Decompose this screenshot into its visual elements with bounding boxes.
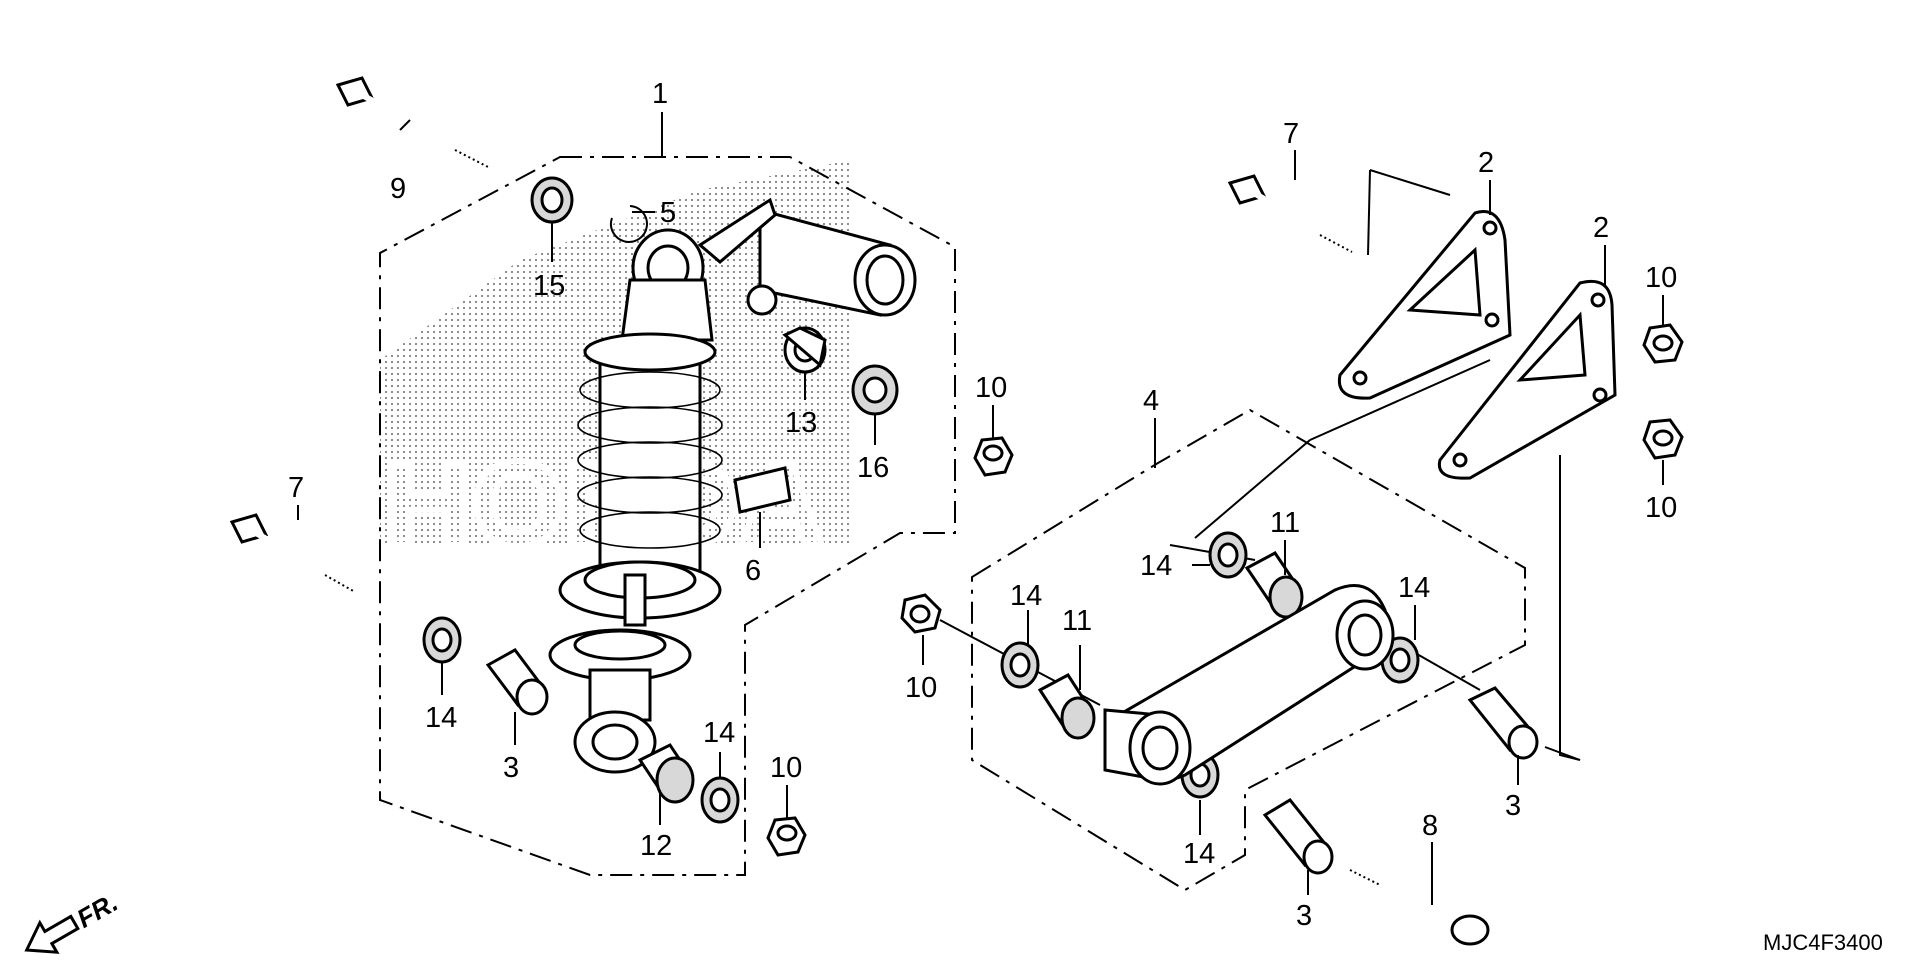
- nut-10-mid[interactable]: [973, 436, 1014, 477]
- callout-5: 5: [660, 197, 676, 229]
- nut-10-linkage[interactable]: [900, 593, 942, 634]
- linkage-assembly-boundary: [971, 408, 1526, 892]
- callout-16: 16: [857, 452, 889, 484]
- callout-7-right: 7: [1283, 118, 1299, 150]
- callout-2-right: 2: [1593, 212, 1609, 244]
- callout-10-lower-right: 10: [1645, 492, 1677, 524]
- callout-7-left: 7: [288, 472, 304, 504]
- cushion-connecting-rod[interactable]: [1103, 584, 1395, 786]
- leader-lines: [297, 112, 1664, 905]
- callout-15: 15: [533, 270, 565, 302]
- rear-shock-absorber[interactable]: [548, 197, 917, 774]
- callout-10-linkage: 10: [905, 672, 937, 704]
- callout-11-lower: 11: [1062, 605, 1092, 637]
- callout-14-right: 14: [1398, 572, 1430, 604]
- callout-8: 8: [1422, 810, 1438, 842]
- collar-3-left[interactable]: [485, 648, 549, 716]
- callout-14-bottom: 14: [1183, 838, 1215, 870]
- callout-4: 4: [1143, 385, 1159, 417]
- callout-1: 1: [652, 78, 668, 110]
- bearing-14-upper-linkage[interactable]: [1208, 531, 1248, 579]
- callout-14-left: 14: [425, 702, 457, 734]
- needle-bearing-11-upper[interactable]: [1244, 551, 1304, 619]
- circlip[interactable]: [610, 205, 648, 243]
- bearing-14-left[interactable]: [422, 616, 462, 664]
- callout-12: 12: [640, 830, 672, 862]
- axis-line-right: [1409, 649, 1481, 691]
- front-arrow-icon: [24, 914, 80, 954]
- collar-3-bottom[interactable]: [1262, 798, 1334, 875]
- bracket-2-left[interactable]: [1337, 210, 1512, 400]
- collar-13[interactable]: [782, 326, 827, 374]
- bearing-15[interactable]: [530, 176, 574, 224]
- bolt-7-left[interactable]: [229, 513, 358, 593]
- diagram-code: MJC4F3400: [1763, 930, 1883, 955]
- front-label: FR.: [72, 887, 123, 934]
- callout-10-mid: 10: [975, 372, 1007, 404]
- nut-10-lower-left[interactable]: [766, 816, 807, 857]
- callout-13: 13: [785, 407, 817, 439]
- nut-10-lower-right[interactable]: [1642, 418, 1684, 460]
- callout-3-bottom: 3: [1296, 900, 1312, 932]
- needle-bearing-11-lower[interactable]: [1037, 673, 1096, 740]
- callout-11-upper: 11: [1270, 507, 1300, 539]
- bolt-8[interactable]: [1347, 867, 1490, 946]
- shock-assembly-boundary: [379, 156, 956, 876]
- nut-10-upper-right[interactable]: [1642, 323, 1684, 364]
- bolt-7-right[interactable]: [1227, 174, 1353, 253]
- callout-10-lower-left: 10: [770, 752, 802, 784]
- callout-3-left: 3: [503, 752, 519, 784]
- bolt-9[interactable]: [335, 76, 493, 169]
- bearing-14-mid-linkage[interactable]: [1000, 641, 1040, 689]
- callout-14-mid: 14: [1010, 580, 1042, 612]
- callout-9: 9: [390, 173, 406, 205]
- bracket-2-right[interactable]: [1437, 279, 1617, 480]
- bearing-12[interactable]: [637, 743, 695, 804]
- callout-14-upper: 14: [1140, 550, 1172, 582]
- callout-6: 6: [745, 555, 761, 587]
- collar-3-right[interactable]: [1467, 686, 1539, 760]
- front-direction-marker: FR.: [24, 887, 123, 954]
- callout-3-right: 3: [1505, 790, 1521, 822]
- callout-labels: 1 9 5 15 13 16 10 7 6 14 3 14 10 12 7 2 …: [288, 78, 1677, 932]
- seal-16[interactable]: [851, 364, 899, 416]
- callout-2-left: 2: [1478, 147, 1494, 179]
- bracket-guide-lines: [1194, 169, 1581, 761]
- spring: [577, 332, 723, 549]
- caution-label[interactable]: [733, 466, 792, 514]
- callout-10-upper-right: 10: [1645, 262, 1677, 294]
- callout-14-lower: 14: [703, 717, 735, 749]
- bearing-14-lower[interactable]: [700, 776, 740, 824]
